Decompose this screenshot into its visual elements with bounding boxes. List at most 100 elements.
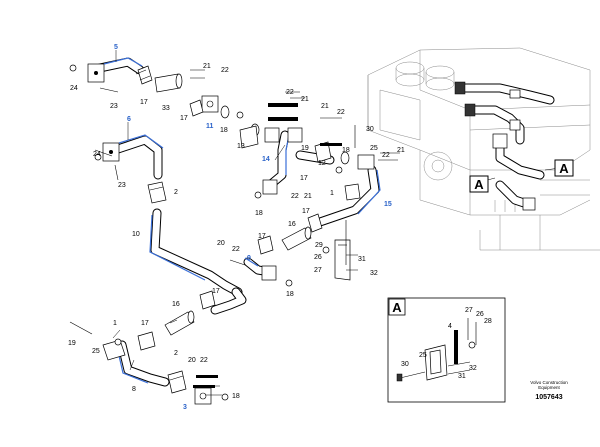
callout-23[interactable]: 23 bbox=[110, 103, 118, 110]
callout-17d[interactable]: 17 bbox=[302, 208, 310, 215]
callout-30[interactable]: 30 bbox=[366, 126, 374, 133]
view-marker-a-label: A bbox=[559, 161, 569, 176]
bracket-1-lower[interactable] bbox=[102, 339, 126, 361]
callout-22e[interactable]: 22 bbox=[291, 193, 299, 200]
bracket-2-lower[interactable] bbox=[167, 370, 187, 394]
pipe-10[interactable] bbox=[149, 208, 243, 297]
callout-21[interactable]: 21 bbox=[203, 63, 211, 70]
callout-25b[interactable]: 25 bbox=[92, 348, 100, 355]
callout-17f[interactable]: 17 bbox=[212, 288, 220, 295]
callout-18c[interactable]: 18 bbox=[255, 210, 263, 217]
callout-31[interactable]: 31 bbox=[358, 256, 366, 263]
detail-callout-30[interactable]: 30 bbox=[401, 361, 409, 368]
callout-21d[interactable]: 21 bbox=[397, 147, 405, 154]
pipe-6[interactable] bbox=[102, 134, 164, 180]
callout-9[interactable]: 9 bbox=[247, 255, 251, 262]
detail-callout-26[interactable]: 26 bbox=[476, 311, 484, 318]
callout-12[interactable]: 12 bbox=[318, 160, 326, 167]
callout-21c[interactable]: 21 bbox=[321, 103, 329, 110]
callout-24[interactable]: 24 bbox=[70, 85, 78, 92]
callout-26[interactable]: 26 bbox=[314, 254, 322, 261]
callout-19b[interactable]: 19 bbox=[68, 340, 76, 347]
callout-17b[interactable]: 17 bbox=[180, 115, 188, 122]
callout-17e[interactable]: 17 bbox=[258, 233, 266, 240]
flange-14-lower[interactable] bbox=[262, 154, 375, 195]
footer-brand: Volvo Construction Equipment 1057643 bbox=[530, 380, 568, 401]
pipe-5[interactable] bbox=[87, 57, 145, 83]
callout-22c[interactable]: 22 bbox=[337, 109, 345, 116]
callout-22f[interactable]: 22 bbox=[232, 246, 240, 253]
callout-21e[interactable]: 21 bbox=[304, 193, 312, 200]
callout-11[interactable]: 11 bbox=[206, 123, 214, 130]
callout-16[interactable]: 16 bbox=[288, 221, 296, 228]
detail-view-a[interactable]: A 27 26 28 4 25 30 31 32 bbox=[387, 297, 506, 403]
callout-20[interactable]: 20 bbox=[217, 240, 225, 247]
clamp-17-b[interactable] bbox=[189, 99, 204, 117]
clamp-17[interactable] bbox=[135, 65, 153, 85]
callout-23b[interactable]: 23 bbox=[118, 182, 126, 189]
flange-13-set[interactable] bbox=[239, 125, 303, 149]
machine-hose-routing bbox=[454, 81, 561, 211]
callout-3[interactable]: 3 bbox=[183, 404, 187, 411]
callout-29[interactable]: 29 bbox=[315, 242, 323, 249]
callout-19[interactable]: 19 bbox=[301, 145, 309, 152]
callout-22[interactable]: 22 bbox=[221, 67, 229, 74]
flange-9[interactable] bbox=[261, 265, 277, 281]
callout-18d[interactable]: 18 bbox=[286, 291, 294, 298]
callout-24b[interactable]: 24 bbox=[93, 151, 101, 158]
callout-17c[interactable]: 17 bbox=[300, 175, 308, 182]
callout-17g[interactable]: 17 bbox=[141, 320, 149, 327]
callout-22d[interactable]: 22 bbox=[382, 152, 390, 159]
pipe-15[interactable] bbox=[315, 165, 381, 227]
hose-16-upper[interactable] bbox=[281, 226, 312, 251]
detail-callout-27[interactable]: 27 bbox=[465, 307, 473, 314]
callout-18e[interactable]: 18 bbox=[232, 393, 240, 400]
bracket-2-upper[interactable] bbox=[147, 181, 167, 204]
callout-8[interactable]: 8 bbox=[132, 386, 136, 393]
view-marker-a-upper[interactable]: A bbox=[554, 159, 574, 177]
callout-10[interactable]: 10 bbox=[132, 231, 140, 238]
pipe-8[interactable] bbox=[116, 340, 170, 387]
detail-callout-25[interactable]: 25 bbox=[419, 352, 427, 359]
callout-18[interactable]: 18 bbox=[220, 127, 228, 134]
support-bracket-26-27[interactable] bbox=[334, 239, 351, 281]
callout-21b[interactable]: 21 bbox=[301, 96, 309, 103]
callout-22b[interactable]: 22 bbox=[286, 89, 294, 96]
callout-27[interactable]: 27 bbox=[314, 267, 322, 274]
callout-22g[interactable]: 22 bbox=[200, 357, 208, 364]
pipe-14[interactable] bbox=[265, 130, 290, 190]
view-marker-a-lower[interactable]: A bbox=[469, 175, 489, 193]
flange-3[interactable] bbox=[194, 387, 212, 405]
callout-6[interactable]: 6 bbox=[127, 116, 131, 123]
callout-13[interactable]: 13 bbox=[237, 143, 245, 150]
drawing-number: 1057643 bbox=[535, 394, 562, 401]
callout-5[interactable]: 5 bbox=[114, 44, 118, 51]
detail-callout-4[interactable]: 4 bbox=[448, 323, 452, 330]
callout-25[interactable]: 25 bbox=[370, 145, 378, 152]
callout-1b[interactable]: 1 bbox=[113, 320, 117, 327]
hose-33[interactable] bbox=[154, 73, 183, 93]
callout-16b[interactable]: 16 bbox=[172, 301, 180, 308]
clamp-12[interactable] bbox=[314, 141, 350, 165]
detail-callout-31[interactable]: 31 bbox=[458, 373, 466, 380]
detail-callout-28[interactable]: 28 bbox=[484, 318, 492, 325]
clamp-17-d[interactable] bbox=[137, 290, 216, 351]
callout-15[interactable]: 15 bbox=[384, 201, 392, 208]
callout-2[interactable]: 2 bbox=[174, 189, 178, 196]
callout-20b[interactable]: 20 bbox=[188, 357, 196, 364]
callout-18b[interactable]: 18 bbox=[342, 147, 350, 154]
leader-lines bbox=[112, 50, 286, 371]
clamp-17-c[interactable] bbox=[257, 213, 323, 255]
callout-17[interactable]: 17 bbox=[140, 99, 148, 106]
hose-16-lower[interactable] bbox=[164, 310, 195, 336]
callout-14[interactable]: 14 bbox=[262, 156, 270, 163]
pipe-lower-connector[interactable] bbox=[210, 287, 247, 315]
detail-callout-32[interactable]: 32 bbox=[469, 365, 477, 372]
callout-32[interactable]: 32 bbox=[370, 270, 378, 277]
flange-11[interactable] bbox=[201, 95, 219, 113]
callout-33[interactable]: 33 bbox=[162, 105, 170, 112]
callout-1[interactable]: 1 bbox=[330, 190, 334, 197]
bracket-1-upper[interactable] bbox=[344, 183, 361, 201]
callout-2b[interactable]: 2 bbox=[174, 350, 178, 357]
